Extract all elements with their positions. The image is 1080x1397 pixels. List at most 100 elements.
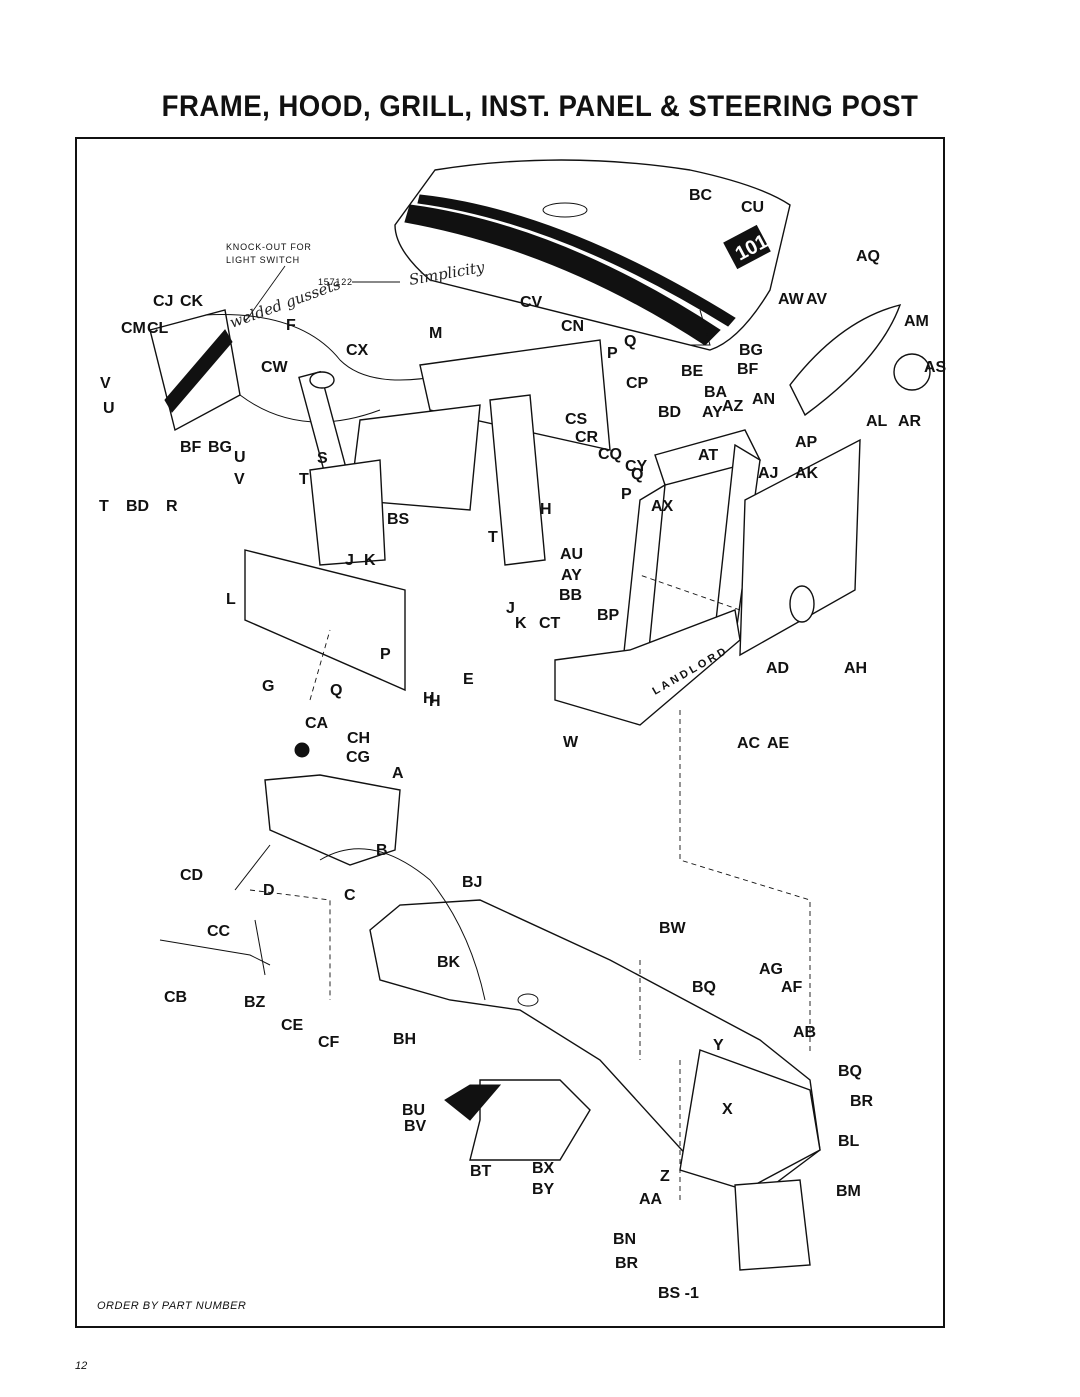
callout-bb: BB	[559, 587, 582, 604]
callout-bp: BP	[597, 607, 620, 624]
callout-bj: BJ	[462, 874, 482, 891]
callout-p: P	[380, 646, 391, 663]
callout-bt: BT	[470, 1163, 492, 1180]
callout-y: Y	[713, 1037, 724, 1054]
callout-bs: BS	[387, 511, 410, 528]
callout-ab: AB	[793, 1024, 816, 1041]
callout-br: BR	[850, 1093, 874, 1110]
knockout-note-line1: KNOCK-OUT FOR	[226, 242, 312, 252]
callout-cw: CW	[261, 359, 289, 376]
callout-cn: CN	[561, 318, 584, 335]
callout-f: F	[286, 317, 296, 334]
callout-au: AU	[560, 546, 583, 563]
callout-bk: BK	[437, 954, 461, 971]
callout-a: A	[392, 765, 404, 782]
order-by-part-number: ORDER BY PART NUMBER	[97, 1300, 247, 1312]
callout-bq: BQ	[692, 979, 716, 996]
callout-ba: BA	[704, 384, 728, 401]
callout-by: BY	[532, 1181, 555, 1198]
callout-t: T	[488, 529, 498, 546]
callout-bn: BN	[613, 1231, 636, 1248]
callout-cq: CQ	[598, 446, 622, 463]
callout-bh: BH	[393, 1031, 416, 1048]
assembly-dashed-lines	[249, 574, 811, 1200]
callout-bf: BF	[180, 439, 202, 456]
callout-q: Q	[631, 466, 643, 483]
callout-cr: CR	[575, 429, 599, 446]
grill-screen-part	[739, 304, 931, 657]
knockout-note-line2: LIGHT SWITCH	[226, 255, 300, 265]
callout-cp: CP	[626, 375, 649, 392]
callout-e: E	[463, 671, 474, 688]
callout-as: AS	[924, 359, 947, 376]
callout-h: H	[429, 693, 441, 710]
callout-t: T	[299, 471, 309, 488]
callout-v: V	[100, 375, 111, 392]
callout-ay: AY	[702, 404, 723, 421]
callout-aj: AJ	[758, 465, 778, 482]
callout-r: R	[166, 498, 178, 515]
callout-cf: CF	[318, 1034, 340, 1051]
callout-bm: BM	[836, 1183, 861, 1200]
callout-cv: CV	[520, 294, 543, 311]
callout-az: AZ	[722, 398, 744, 415]
page-number: 12	[75, 1360, 88, 1372]
callout-u: U	[234, 449, 246, 466]
grill-frame-part: LANDLORD	[554, 429, 762, 726]
page-title: FRAME, HOOD, GRILL, INST. PANEL & STEERI…	[161, 90, 919, 123]
callout-k: K	[515, 615, 527, 632]
callout-bc: BC	[689, 187, 713, 204]
callout-p: P	[621, 486, 632, 503]
callout-p: P	[607, 345, 618, 362]
callout-q: Q	[624, 333, 636, 350]
callout-bg: BG	[739, 342, 763, 359]
callout-z: Z	[660, 1168, 670, 1185]
callout-al: AL	[866, 413, 888, 430]
callout-v: V	[234, 471, 245, 488]
callout-x: X	[722, 1101, 733, 1118]
callout-g: G	[262, 678, 274, 695]
callout-bl: BL	[838, 1133, 860, 1150]
callout-ck: CK	[180, 293, 204, 310]
callout-ac: AC	[737, 735, 761, 752]
callout-cl: CL	[147, 320, 169, 337]
callout-u: U	[103, 400, 115, 417]
callout-ax: AX	[651, 498, 674, 515]
callout-cd: CD	[180, 867, 203, 884]
callout-bw: BW	[659, 920, 687, 937]
callout-t: T	[99, 498, 109, 515]
hood-part-number: 157122	[318, 277, 353, 287]
callout-cg: CG	[346, 749, 370, 766]
callout-bg: BG	[208, 439, 232, 456]
callout-bz: BZ	[244, 994, 266, 1011]
callout-cu: CU	[741, 199, 764, 216]
instrument-panel-part	[149, 309, 501, 432]
callout-ar: AR	[898, 413, 922, 430]
callout-ap: AP	[795, 434, 818, 451]
callout-at: AT	[698, 447, 718, 464]
callout-an: AN	[752, 391, 775, 408]
callout-cm: CM	[121, 320, 146, 337]
callout-j: J	[506, 600, 515, 617]
callout-bd: BD	[126, 498, 149, 515]
callout-l: L	[226, 591, 236, 608]
callout-s: S	[317, 450, 328, 467]
side-panel-part	[244, 549, 406, 692]
callout-q: Q	[330, 682, 342, 699]
callout-bx: BX	[532, 1160, 555, 1177]
callout-h: H	[423, 690, 435, 707]
callout-aq: AQ	[856, 248, 880, 265]
callout-ay: AY	[561, 567, 582, 584]
callout-cb: CB	[164, 989, 187, 1006]
callout-bf: BF	[737, 361, 759, 378]
callout-aw: AW	[778, 291, 805, 308]
callout-be: BE	[681, 363, 704, 380]
callout-bd: BD	[658, 404, 681, 421]
callout-ak: AK	[795, 465, 819, 482]
callout-c: C	[344, 887, 356, 904]
callout-av: AV	[806, 291, 827, 308]
callout-ce: CE	[281, 1017, 304, 1034]
callout-h: H	[540, 501, 552, 518]
callout-bq: BQ	[838, 1063, 862, 1080]
